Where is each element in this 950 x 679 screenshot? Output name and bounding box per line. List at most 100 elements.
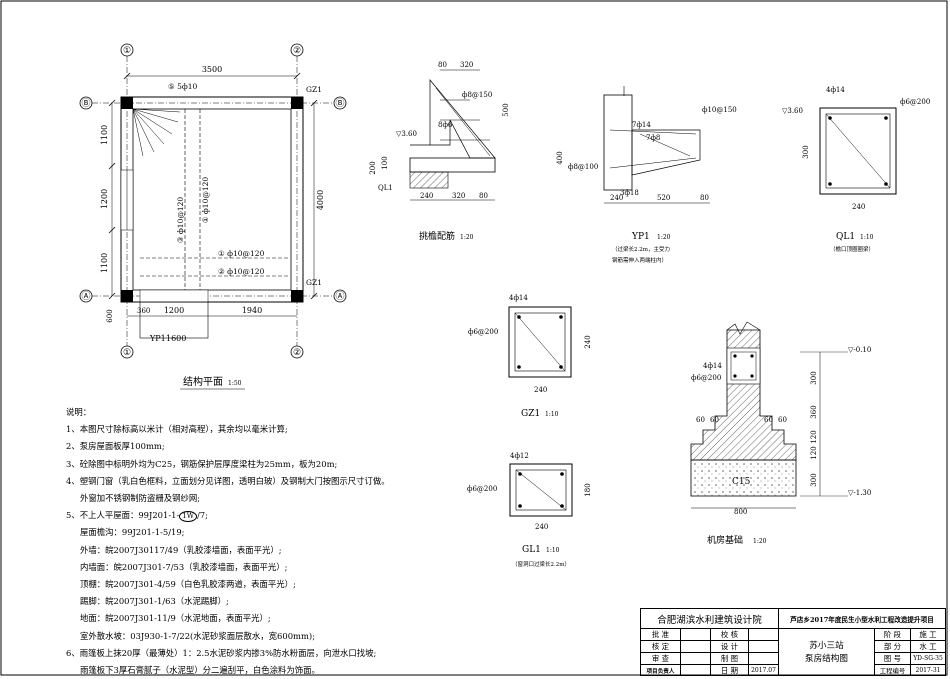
tb-k2: 部 分 [875, 641, 911, 653]
column-gz1-bl [121, 290, 133, 302]
eave-b80: 80 [479, 192, 488, 200]
eave-elev: ▽3.60 [396, 130, 417, 138]
found-w800: 800 [734, 508, 747, 516]
dim-top-3500: 3500 [202, 65, 222, 74]
dim-left-1100a: 1100 [100, 125, 109, 145]
gz1-title: GZ1 [521, 409, 540, 419]
tb-r1-v2 [749, 629, 779, 641]
yp1-note1: （过梁长2.2m，主受力 [612, 245, 670, 253]
note-l1: 屋面檐沟：99J201-1-5/19; [80, 527, 185, 538]
found-s60b: 60 [710, 416, 719, 424]
found-v300a: 300 [810, 371, 818, 384]
tb-r3-k2: 制 图 [711, 653, 749, 665]
found-title: 机房基础 [707, 534, 743, 546]
found-v120b: 120 [810, 446, 818, 459]
yp1-d400: 400 [556, 151, 564, 164]
gz1-stir: ф6@200 [468, 328, 498, 336]
tb-drawing-2: 泵房结构图 [805, 653, 848, 664]
eave-rebar-detail: 80 320 ф8@150 500 8ф6 ▽3.60 200 100 QL1 … [369, 61, 510, 242]
column-gz1-tr [291, 97, 303, 109]
gl1-scale: 1:10 [546, 547, 560, 554]
tb-r3-v1 [681, 653, 711, 665]
gl1-stir: ф6@200 [467, 485, 497, 493]
ql1-h: 300 [802, 145, 810, 158]
note-l2: 外墙：皖2007J30117/49（乳胶漆墙面，表面平光）; [80, 544, 282, 555]
ql1-elev: ▽3.60 [782, 107, 803, 115]
eave-scale: 1:20 [460, 234, 474, 241]
tb-r4-v1 [681, 665, 711, 676]
found-s60a: 60 [696, 416, 705, 424]
yp1-r78: 7ф8 [646, 134, 660, 142]
note-6: 6、雨篷板上抹20厚（最薄处）1：2.5水泥砂浆内掺3%防水粉面层，向泄水口找坡… [66, 647, 377, 658]
tb-v3: YD-SG-35 [911, 653, 945, 665]
found-v360: 360 [810, 405, 818, 418]
found-v300b: 300 [810, 473, 818, 486]
axis-2-top: ② [293, 46, 301, 56]
ql1-top: 4ф14 [826, 86, 845, 94]
dim-left-1200: 1200 [100, 189, 109, 209]
title-block: 合肥湖滨水利建筑设计院 芦店乡2017年度民生小型水利工程改造提升项目 批 准 … [640, 608, 946, 676]
gz1-section: 4ф14 ф6@200 240 240 GZ1 1:10 [468, 294, 592, 419]
tb-r1-k1: 批 准 [641, 629, 681, 641]
plan-rebar-1h: ① ф10@120 [218, 249, 265, 258]
axis-b-left: Ⓑ [81, 98, 90, 109]
dim-bottom-1200: 1200 [164, 306, 184, 315]
yp1-note2: 钢筋需伸入两端柱内） [612, 256, 667, 264]
axis-b-right: Ⓑ [335, 98, 344, 109]
gz1-top: 4ф14 [509, 294, 528, 302]
gl1-top: 4ф12 [510, 452, 529, 460]
dim-bottom-600: 600 [106, 309, 114, 322]
plan-rebar-1v: ① ф10@120 [201, 177, 210, 224]
dim-left-1100b: 1100 [100, 253, 109, 273]
yp1-detail: ф10@150 7ф14 7ф8 ф8@100 400 3ф18 240 520… [556, 86, 737, 264]
note-5: 5、不上人平屋面：99J201-1-1W/7; [66, 507, 626, 524]
plan-rebar-5: ⑤ 5ф10 [168, 82, 198, 91]
plan-title: 结构平面 [183, 375, 223, 388]
eave-b320: 320 [452, 192, 465, 200]
eave-r1: ф8@150 [462, 91, 492, 99]
tb-r3-k1: 审 查 [641, 653, 681, 665]
yp1-title: YP1 [631, 232, 650, 242]
eave-d200: 200 [369, 161, 377, 174]
found-e1: ▽-0.10 [848, 346, 871, 354]
gz1-w: 240 [534, 386, 547, 394]
dim-right-4000: 4000 [316, 190, 325, 210]
tb-company: 合肥湖滨水利建筑设计院 [641, 609, 779, 629]
found-s60d: 60 [778, 416, 787, 424]
tb-r2-v1 [681, 641, 711, 653]
structural-plan: ① ② ① ② Ⓑ Ⓑ Ⓐ Ⓐ [79, 43, 347, 390]
note-5b: /7; [196, 510, 208, 521]
found-s60c: 60 [764, 416, 773, 424]
tb-v2: 水 工 [911, 641, 945, 653]
gz1-scale: 1:10 [545, 411, 559, 418]
axis-a-right: Ⓐ [335, 291, 344, 302]
dim-bottom-1940: 1940 [242, 306, 262, 315]
gl1-note: （窗洞口过梁长2.2m） [512, 560, 570, 568]
note-5a: 5、不上人平屋面：99J201-1- [66, 510, 180, 521]
tb-r4-k1: 项目负责人 [641, 665, 681, 676]
ql1-stir: ф6@200 [900, 98, 930, 106]
gl1-h: 180 [584, 483, 592, 496]
yp1-b520: 520 [657, 194, 670, 202]
tb-k3: 图 号 [875, 653, 911, 665]
note-4b: 外窗加不锈钢制防盗栅及钢纱网; [80, 493, 201, 504]
eave-r2: 8ф6 [438, 121, 453, 129]
tb-k1: 阶 段 [875, 629, 911, 641]
tb-r2-k2: 设 计 [711, 641, 749, 653]
tb-project: 芦店乡2017年度民生小型水利工程改造提升项目 [779, 609, 945, 629]
tb-r1-k2: 校 核 [711, 629, 749, 641]
ql1-w: 240 [852, 203, 865, 211]
ql1-scale: 1:10 [860, 234, 874, 241]
gz1-h: 240 [584, 335, 592, 348]
plan-rebar-3: ③ ф10@120 [176, 197, 185, 244]
gl1-w: 240 [535, 523, 548, 531]
eave-d500: 500 [502, 103, 510, 116]
eave-d80: 80 [438, 61, 447, 69]
yp1-b240: 240 [610, 194, 623, 202]
found-top: 4ф14 [703, 362, 722, 370]
found-v120a: 120 [810, 430, 818, 443]
yp1-b80: 80 [700, 194, 709, 202]
found-stir: ф6@200 [691, 374, 721, 382]
note-4: 4、塑钢门窗（乳白色框料，立面划分见详图，透明白玻）及钢制大门按图示尺寸订做。 [66, 475, 390, 486]
found-e2: ▽-1.30 [848, 489, 871, 497]
